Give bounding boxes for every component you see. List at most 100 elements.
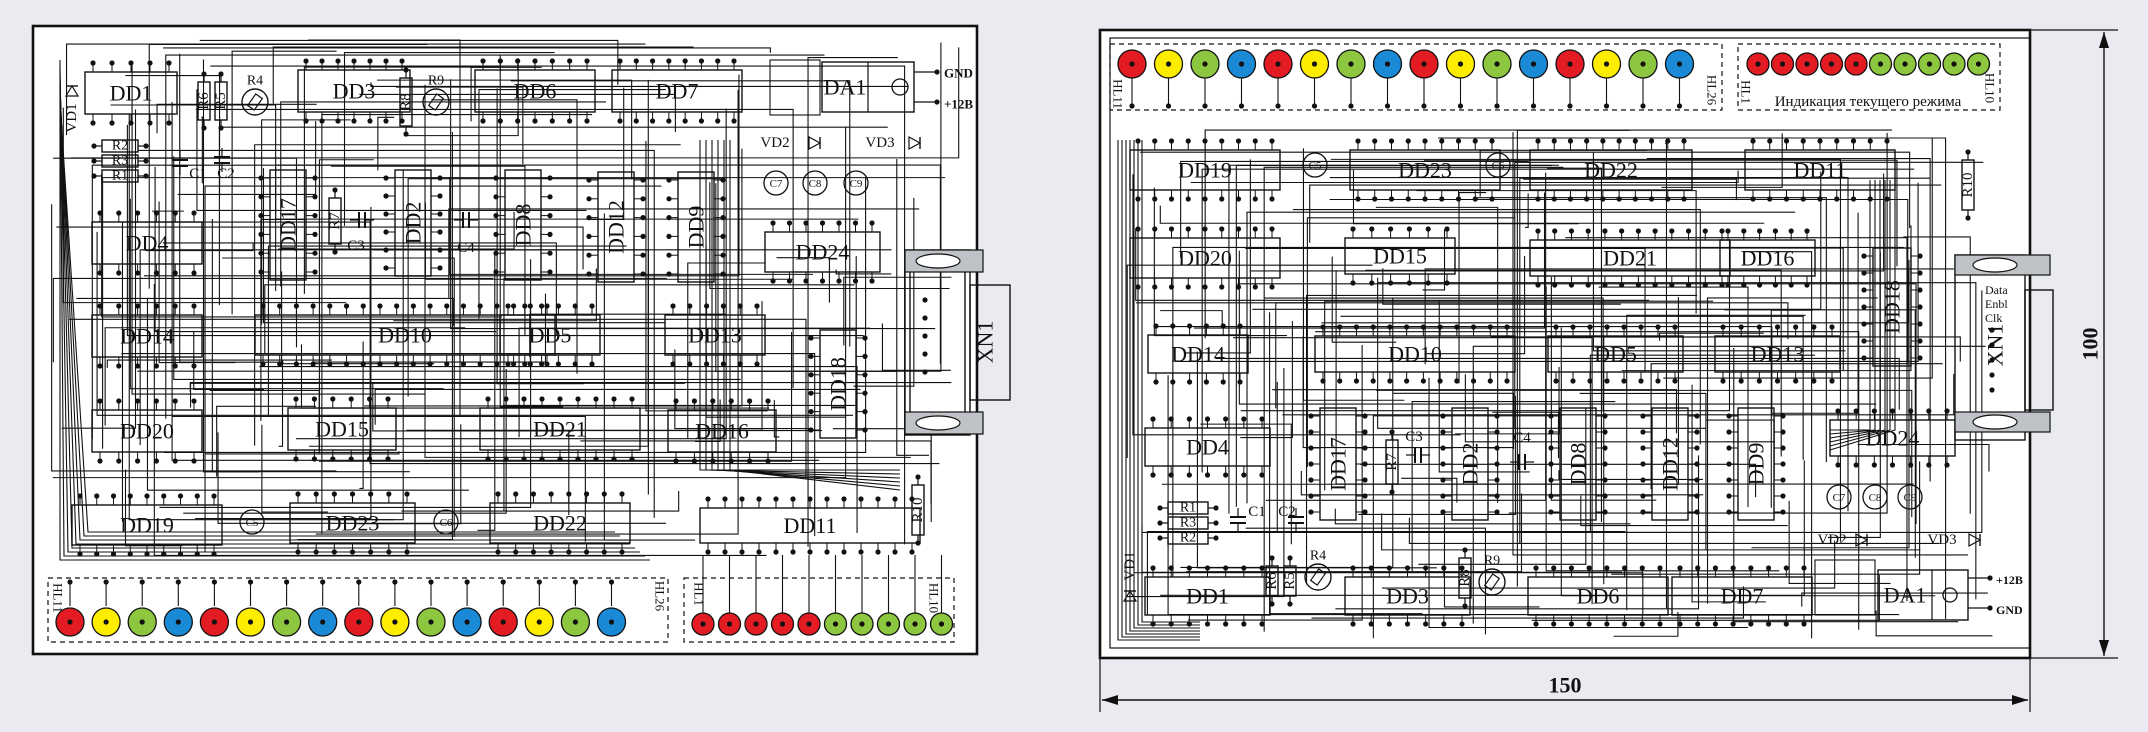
trace xyxy=(1329,176,1849,512)
chip-dd3: DD3 xyxy=(297,58,411,124)
trace xyxy=(52,126,847,479)
pad xyxy=(1989,327,1995,333)
pad xyxy=(1965,215,1971,221)
trace xyxy=(1558,470,1703,481)
connector-pin-label: Clk xyxy=(1985,311,2002,325)
pad xyxy=(1202,61,1208,67)
pad xyxy=(1853,61,1859,67)
trace xyxy=(1829,180,1876,435)
chip-body xyxy=(91,409,203,453)
chip-dd1: DD1 xyxy=(84,60,178,126)
electrolytic-capacitor-c8: C8 xyxy=(802,170,828,196)
pad xyxy=(922,369,928,375)
trace xyxy=(359,341,364,489)
trace xyxy=(1245,247,1646,372)
pad xyxy=(403,67,409,73)
trace xyxy=(1411,400,1616,572)
chip-label: DD20 xyxy=(1178,246,1232,271)
chip-dd13: DD13 xyxy=(664,303,766,367)
capacitor-label: C8 xyxy=(1869,492,1882,504)
trace xyxy=(1335,455,1700,610)
hl-label: HL11 xyxy=(1111,79,1126,109)
resistor-r5: R5 xyxy=(213,71,229,131)
hl-label: HL10 xyxy=(1983,73,1998,103)
capacitor-c2: C2 xyxy=(1278,504,1304,532)
trace xyxy=(1174,182,1919,362)
pad xyxy=(91,173,97,179)
chip-body xyxy=(1719,239,1816,277)
capacitor-outline xyxy=(1897,484,1923,510)
trace xyxy=(171,415,586,542)
capacitor-label: C4 xyxy=(1513,430,1531,446)
pad xyxy=(1530,103,1537,109)
chip-dd10: DD10 xyxy=(1314,324,1516,384)
chip-label: DD6 xyxy=(514,79,557,104)
resistor-r7: R7 xyxy=(1384,429,1400,495)
trace xyxy=(343,51,555,226)
chip-dd21: DD21 xyxy=(1529,228,1731,288)
trace xyxy=(674,349,811,430)
capacitor-c3: C3 xyxy=(347,212,374,254)
trace xyxy=(222,257,455,537)
trace xyxy=(1126,264,1373,459)
trace xyxy=(1365,269,1782,457)
trace xyxy=(1624,247,1844,371)
trace xyxy=(52,277,494,363)
trace xyxy=(1249,173,1885,272)
pad xyxy=(806,621,812,627)
trace xyxy=(1589,354,1815,533)
trace xyxy=(163,177,867,454)
resistor-label: R3 xyxy=(1180,516,1196,531)
capacitor-label: C6 xyxy=(1492,160,1505,172)
trace xyxy=(65,43,646,135)
chip-dd2: DD2 xyxy=(383,169,443,277)
chip-dd19: DD19 xyxy=(71,493,223,557)
pad xyxy=(1779,61,1786,67)
chip-label: DD14 xyxy=(120,324,174,349)
trace xyxy=(1121,140,1200,638)
chip-body xyxy=(819,329,857,439)
trace xyxy=(128,113,394,521)
trace xyxy=(1475,197,1827,463)
trace xyxy=(1194,192,1546,329)
pad xyxy=(211,619,217,625)
trace xyxy=(1190,170,1739,184)
mount-hole xyxy=(1942,587,1958,603)
chip-dd15: DD15 xyxy=(287,396,397,462)
pad xyxy=(912,621,918,627)
trace xyxy=(137,149,655,518)
pad xyxy=(103,579,109,585)
chip-dd5: DD5 xyxy=(1547,324,1684,384)
resistor-r2: R2 xyxy=(1157,531,1219,546)
chip-body xyxy=(489,502,631,544)
pad xyxy=(922,297,928,303)
chip-dd18: DD18 xyxy=(808,329,868,439)
resistor-label: R2 xyxy=(112,139,128,154)
chip-body xyxy=(1314,335,1516,373)
trace xyxy=(1306,217,1516,468)
trace xyxy=(773,400,780,438)
resistor-label: R5 xyxy=(213,92,229,110)
diode-label: VD2 xyxy=(760,135,789,151)
pad xyxy=(175,619,181,625)
trace xyxy=(1508,132,1888,514)
electrolytic-capacitor-c9: C9 xyxy=(1897,484,1923,510)
connector-pin-label: Data xyxy=(1985,283,2008,297)
trace xyxy=(1340,315,1804,460)
chip-dd18: DD18 xyxy=(1861,247,1923,367)
diode-vd1: VD1 xyxy=(64,84,80,133)
chip-label: DD3 xyxy=(333,79,376,104)
pad xyxy=(320,619,326,625)
trace xyxy=(1302,148,1405,401)
trace xyxy=(59,65,645,557)
trace xyxy=(1133,572,1644,615)
chip-dd12: DD12 xyxy=(586,171,646,283)
chip-label: DD9 xyxy=(684,206,709,249)
diode-symbol xyxy=(1855,532,1869,548)
trace xyxy=(1875,610,1993,637)
mode-caption: Индикация текущего режима xyxy=(1775,94,1962,110)
pad xyxy=(91,143,97,149)
